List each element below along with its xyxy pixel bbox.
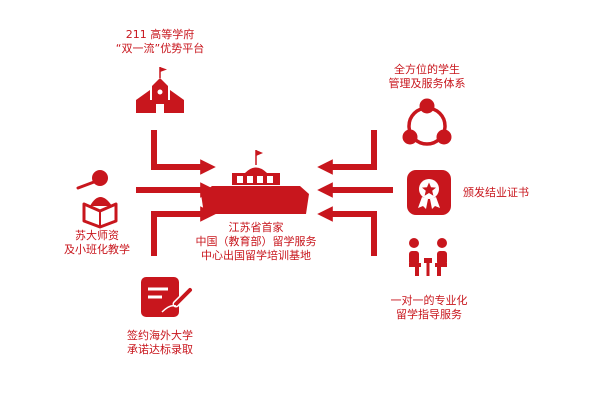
label-line: 颁发结业证书	[463, 186, 529, 199]
node-label-center: 江苏省首家 中国（教育部）留学服务 中心出国留学培训基地	[181, 221, 331, 263]
node-label-top-right: 全方位的学生 管理及服务体系	[367, 63, 487, 91]
label-line: 江苏省首家	[228, 221, 284, 234]
arrow-bottom-left	[151, 206, 216, 256]
arrow-bottom-right	[317, 206, 377, 256]
label-line: 及小班化教学	[64, 243, 130, 256]
one-on-one-meeting-icon	[409, 238, 447, 276]
government-building-icon	[201, 150, 309, 214]
connector-arrows	[136, 130, 393, 256]
label-line: 签约海外大学	[127, 329, 193, 342]
people-network-icon	[402, 98, 452, 146]
node-label-bottom-right: 一对一的专业化 留学指导服务	[369, 294, 489, 322]
label-line: 管理及服务体系	[388, 77, 466, 90]
certificate-medal-icon	[407, 170, 451, 215]
label-line: 苏大师资	[75, 229, 119, 242]
node-label-mid-right: 颁发结业证书	[463, 186, 563, 200]
school-building-icon	[136, 67, 184, 113]
label-line: 211 高等学府	[125, 28, 195, 41]
label-line: 一对一的专业化	[390, 294, 468, 307]
node-label-top-left: 211 高等学府 “双一流”优势平台	[95, 28, 225, 56]
label-line: 全方位的学生	[394, 63, 460, 76]
label-line: 中心出国留学培训基地	[201, 249, 311, 262]
arrow-top-left	[151, 130, 216, 175]
label-line: 中国（教育部）留学服务	[195, 235, 317, 248]
arrow-top-right	[317, 130, 377, 175]
label-line: 留学指导服务	[396, 308, 462, 321]
node-label-mid-left: 苏大师资 及小班化教学	[42, 229, 152, 257]
signed-document-icon	[141, 277, 194, 317]
label-line: 承诺达标录取	[127, 343, 193, 356]
teacher-reading-icon	[76, 170, 118, 229]
label-line: “双一流”优势平台	[115, 42, 205, 55]
node-label-bottom-left: 签约海外大学 承诺达标录取	[100, 329, 220, 357]
